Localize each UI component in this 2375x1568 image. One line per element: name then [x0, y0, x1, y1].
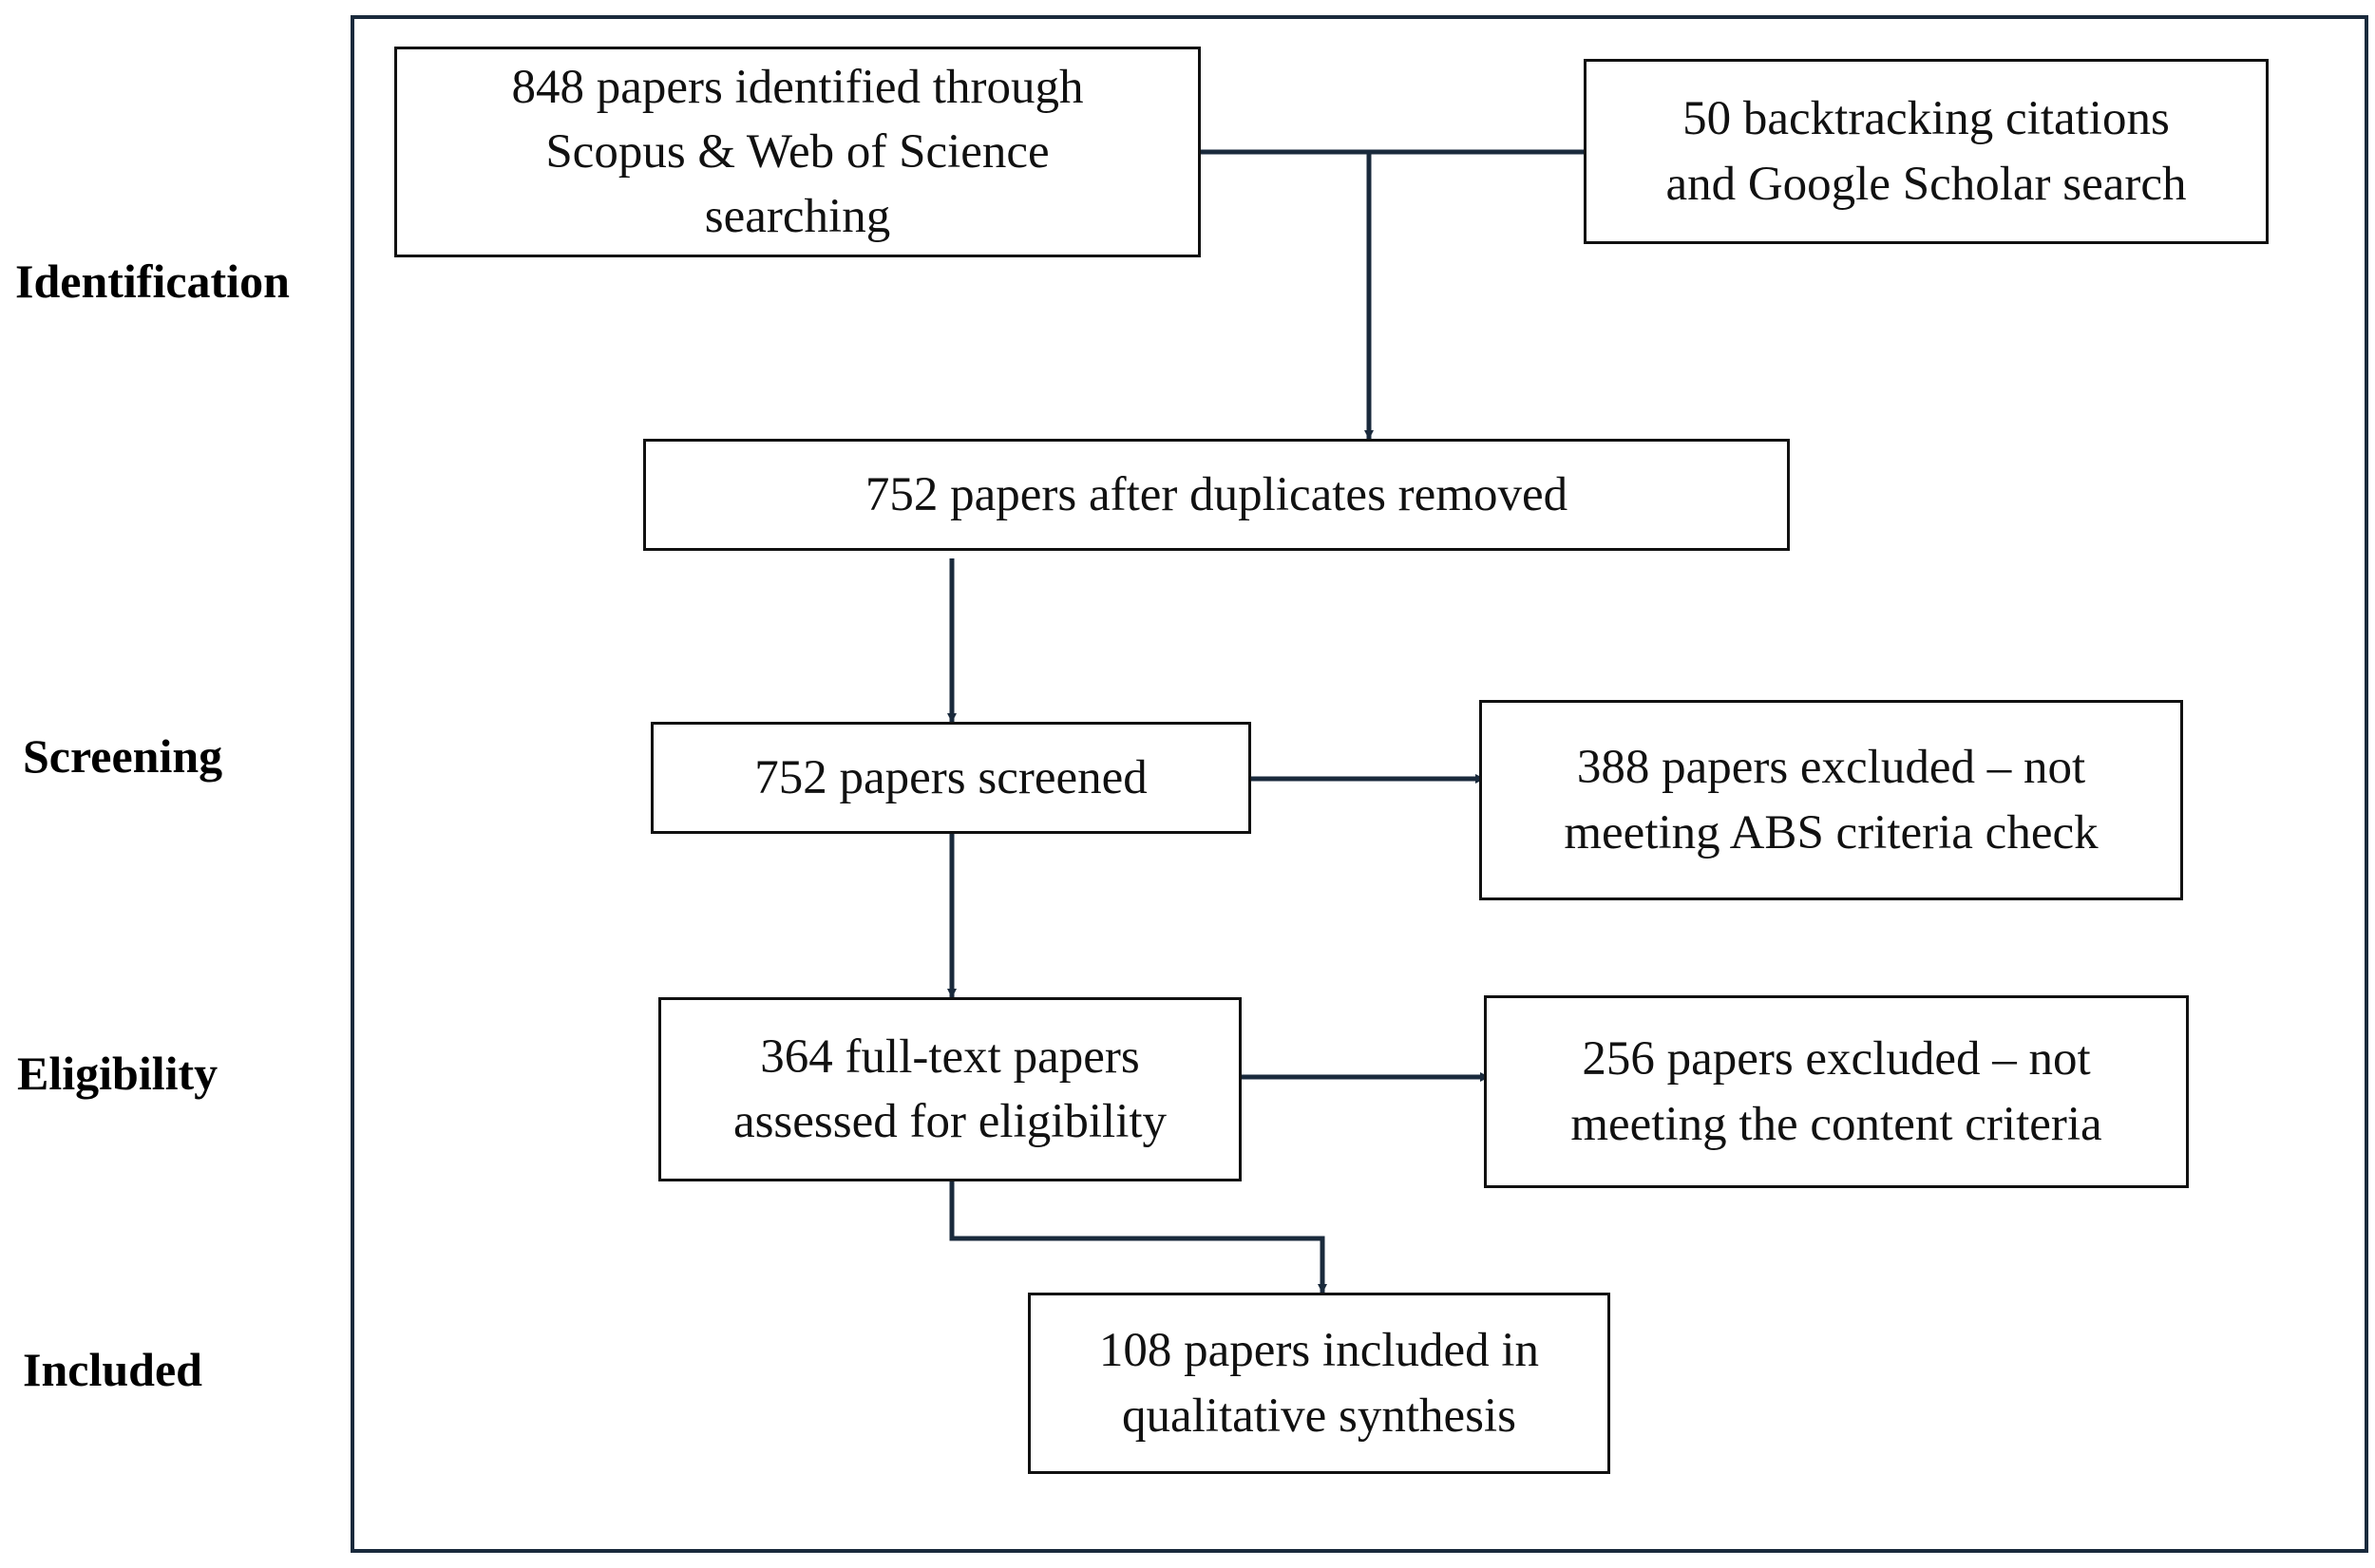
stage-label-identification: Identification	[15, 255, 290, 308]
box-included-synthesis: 108 papers included in qualitative synth…	[1028, 1293, 1610, 1474]
box-excluded-abs: 388 papers excluded – not meeting ABS cr…	[1479, 700, 2183, 900]
box-included-synthesis-text: 108 papers included in qualitative synth…	[1098, 1324, 1540, 1443]
box-backtracking-records: 50 backtracking citations and Google Sch…	[1584, 59, 2269, 244]
box-full-text-assessed: 364 full-text papers assessed for eligib…	[658, 997, 1242, 1181]
box-excluded-content: 256 papers excluded – not meeting the co…	[1484, 995, 2189, 1188]
box-identified-records: 848 papers identified through Scopus & W…	[394, 47, 1201, 257]
box-after-duplicates: 752 papers after duplicates removed	[643, 439, 1790, 551]
diagram-frame	[351, 15, 2368, 1553]
box-after-duplicates-text: 752 papers after duplicates removed	[864, 467, 1568, 521]
box-screened-text: 752 papers screened	[754, 750, 1148, 804]
box-excluded-content-text: 256 papers excluded – not meeting the co…	[1570, 1032, 2102, 1151]
box-screened: 752 papers screened	[651, 722, 1251, 834]
box-full-text-assessed-text: 364 full-text papers assessed for eligib…	[732, 1030, 1168, 1148]
stage-label-screening: Screening	[23, 729, 223, 783]
stage-label-included: Included	[23, 1343, 202, 1396]
stage-label-eligibility: Eligibility	[17, 1047, 218, 1100]
box-excluded-abs-text: 388 papers excluded – not meeting ABS cr…	[1564, 741, 2099, 860]
box-backtracking-records-text: 50 backtracking citations and Google Sch…	[1665, 92, 2187, 211]
box-identified-records-text: 848 papers identified through Scopus & W…	[511, 60, 1084, 244]
